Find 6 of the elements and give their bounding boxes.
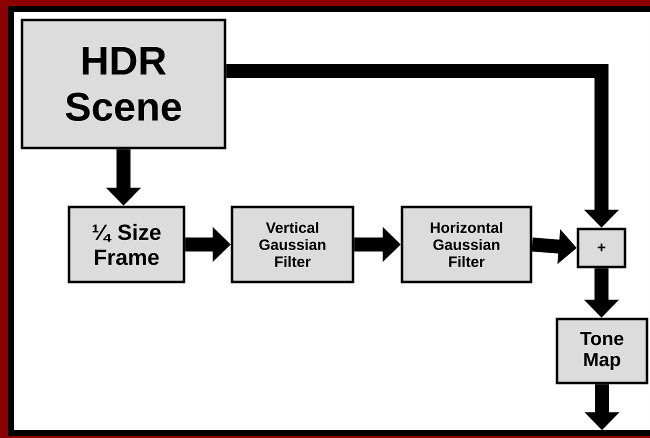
process-box: Vertical Gaussian Filter <box>230 206 354 284</box>
scene-box: HDR Scene <box>20 18 226 150</box>
process-box: ¼ Size Frame <box>68 206 186 284</box>
process-box: Tone Map <box>556 318 648 384</box>
sum-box: + <box>576 228 626 268</box>
process-box: Horizontal Gaussian Filter <box>400 206 532 284</box>
